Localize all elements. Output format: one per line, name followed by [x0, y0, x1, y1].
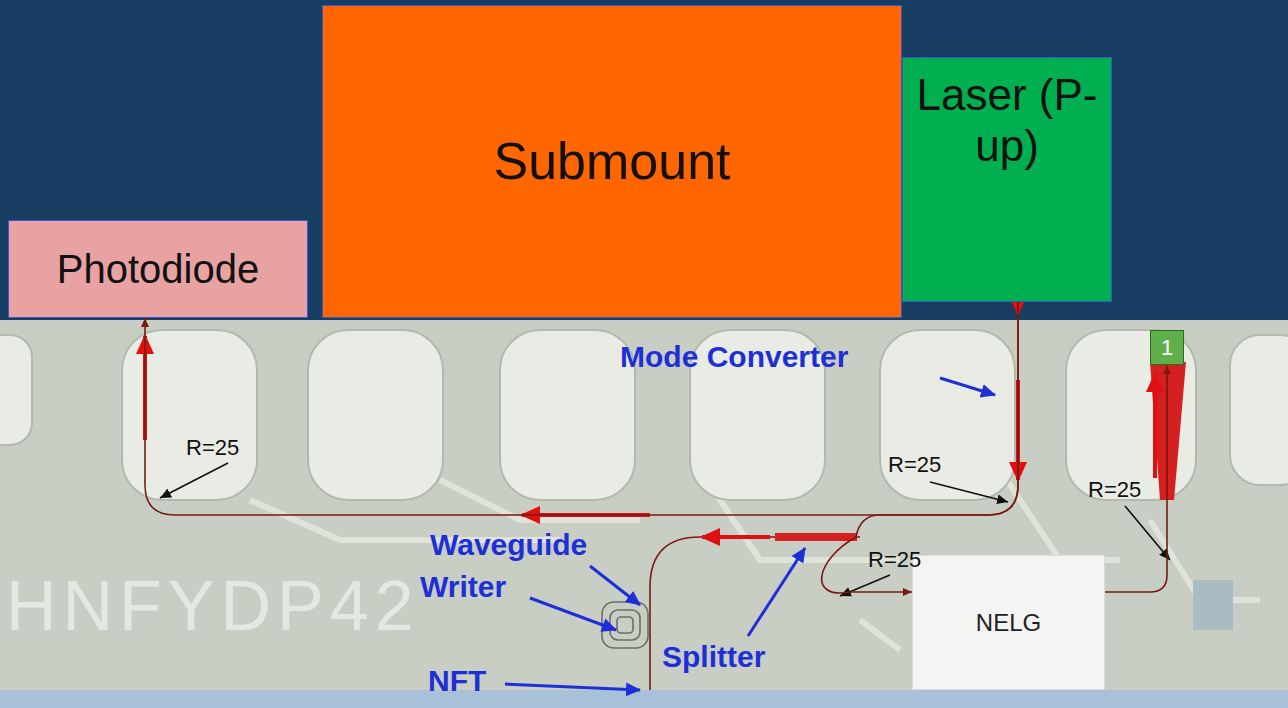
node-text: NELG — [976, 609, 1041, 637]
node-text: 1 — [1161, 335, 1173, 360]
writer-coil — [602, 602, 648, 648]
laser-box: Laser (P-up) — [902, 57, 1112, 302]
dimension-label: R=25 — [186, 435, 239, 460]
part-label: NFT — [428, 664, 486, 699]
splitter-bar — [775, 533, 857, 541]
waveguide-connector — [822, 302, 1018, 593]
taper — [1150, 362, 1186, 500]
waveguide-connector — [145, 302, 1018, 515]
bond-pads — [0, 330, 1288, 500]
dimension-label: R=25 — [868, 547, 921, 572]
node-text: Laser (P-up) — [911, 70, 1103, 171]
dimension-label: R=25 — [1088, 477, 1141, 502]
pad-detail — [1193, 580, 1233, 630]
chip-photo — [0, 320, 1288, 690]
photodiode-box: Photodiode — [8, 220, 308, 318]
bottom-band — [0, 690, 1288, 708]
nelg-box: NELG — [912, 555, 1105, 690]
part-label: Waveguide — [430, 528, 587, 563]
part-label: Splitter — [662, 640, 765, 675]
dimension-label: R=25 — [888, 452, 941, 477]
node-text: Photodiode — [57, 246, 259, 292]
node-text: Submount — [493, 132, 730, 192]
submount-box: Submount — [322, 5, 902, 318]
part-label: Writer — [420, 570, 506, 605]
chip-marking: HNFYDP42 — [6, 566, 420, 647]
callout-box: 1 — [1150, 330, 1184, 365]
part-label: Mode Converter — [620, 340, 848, 375]
